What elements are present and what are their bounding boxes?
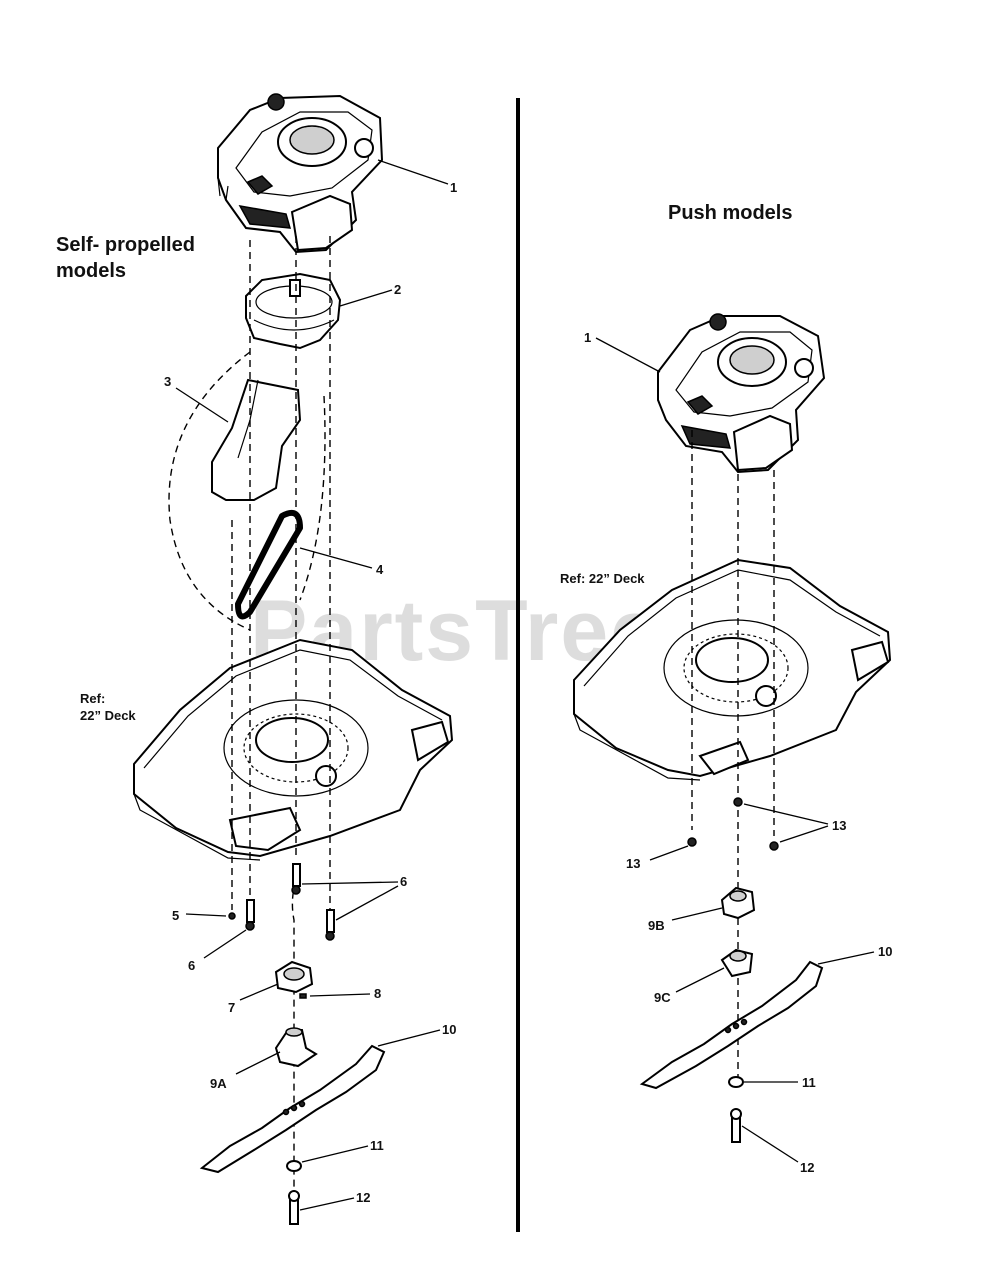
callout-2: 2 xyxy=(394,282,401,297)
callout-line xyxy=(299,1197,355,1211)
callout-11: 11 xyxy=(802,1075,816,1090)
callout-1: 1 xyxy=(584,330,591,345)
callout-10: 10 xyxy=(442,1022,456,1037)
callout-9a: 9A xyxy=(210,1076,227,1091)
callout-line xyxy=(301,1145,369,1163)
callout-line xyxy=(741,1125,799,1163)
callout-line xyxy=(239,983,279,1001)
callout-13: 13 xyxy=(832,818,846,833)
engine-part xyxy=(657,313,826,474)
callout-3: 3 xyxy=(164,374,171,389)
callout-4: 4 xyxy=(376,562,384,577)
callout-9b: 9B xyxy=(648,918,665,933)
screw-5-part xyxy=(228,912,236,920)
callout-line xyxy=(377,1029,441,1047)
blade-adapter-9b-part xyxy=(720,886,756,920)
callout-line xyxy=(817,951,875,965)
callout-line xyxy=(309,993,371,997)
mower-deck-part xyxy=(573,558,892,781)
callout-line xyxy=(671,907,723,921)
key-part xyxy=(299,993,307,999)
mower-blade-part xyxy=(199,1044,386,1174)
callout-10: 10 xyxy=(878,944,892,959)
belt-cover-part xyxy=(211,378,302,501)
callout-line xyxy=(299,547,373,569)
callout-12: 12 xyxy=(356,1190,370,1205)
drive-belt-part xyxy=(235,510,303,620)
callout-line xyxy=(339,289,393,307)
push-ref-deck: Ref: 22” Deck xyxy=(560,571,645,586)
blade-bolt-part xyxy=(730,1108,742,1143)
blade-adapter-9c-part xyxy=(720,948,754,978)
blade-bolt-part xyxy=(288,1190,300,1225)
deck-screw-part xyxy=(687,797,779,851)
callout-1: 1 xyxy=(450,180,457,195)
washer-part xyxy=(286,1160,302,1172)
callout-line xyxy=(649,845,689,861)
mower-deck-part xyxy=(133,638,454,861)
callout-line xyxy=(235,1051,281,1075)
group-boundary xyxy=(168,351,326,631)
self-propelled-ref-deck: Ref: 22” Deck xyxy=(80,691,136,723)
callout-line xyxy=(377,159,449,185)
callout-8: 8 xyxy=(374,986,381,1001)
callout-line xyxy=(779,825,829,843)
bolt-part xyxy=(245,863,335,941)
washer-part xyxy=(728,1076,744,1088)
callout-11: 11 xyxy=(370,1138,384,1153)
callout-6: 6 xyxy=(188,958,195,973)
callout-line xyxy=(203,929,247,959)
pulley-ring-part xyxy=(245,272,342,350)
callout-12: 12 xyxy=(800,1160,814,1175)
blade-adapter-part xyxy=(274,1027,318,1068)
callout-line xyxy=(185,913,227,917)
self-propelled-heading: Self- propelled models xyxy=(56,234,195,282)
callout-line xyxy=(175,387,229,423)
callout-7: 7 xyxy=(228,1000,235,1015)
callout-13: 13 xyxy=(626,856,640,871)
callout-6: 6 xyxy=(400,874,407,889)
callout-line xyxy=(595,337,661,373)
mower-blade-part xyxy=(639,960,824,1090)
callout-line xyxy=(335,885,399,921)
engine-part xyxy=(217,93,384,254)
callout-line xyxy=(301,881,399,885)
callout-5: 5 xyxy=(172,908,179,923)
callout-9c: 9C xyxy=(654,990,671,1005)
pulley-part xyxy=(274,960,314,994)
push-heading: Push models xyxy=(668,202,793,224)
callout-line xyxy=(675,967,725,993)
callout-line xyxy=(743,803,829,825)
